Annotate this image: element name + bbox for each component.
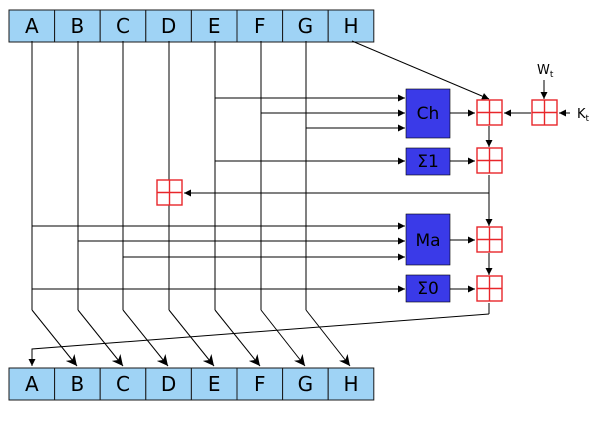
sigma0-block: Σ0 xyxy=(405,274,451,303)
input-register-label: A xyxy=(25,14,39,38)
output-register-h: H xyxy=(327,367,375,401)
input-register-d: D xyxy=(145,9,192,43)
wire-e-to-f xyxy=(214,309,261,367)
adders xyxy=(156,99,558,302)
input-register-e: E xyxy=(190,9,238,43)
ma-block: Ma xyxy=(405,213,451,266)
wire-new-a-return xyxy=(28,313,490,366)
k-letter: K xyxy=(577,107,586,122)
wire-c-to-d xyxy=(122,309,169,367)
w-letter: W xyxy=(537,63,550,78)
modular-addition-icon xyxy=(156,179,183,206)
output-register-g: G xyxy=(282,367,329,401)
wire-a-to-b xyxy=(31,309,78,367)
input-register-label: E xyxy=(208,14,221,38)
sigma0-label: Σ0 xyxy=(417,279,439,299)
output-register-b: B xyxy=(54,367,101,401)
input-register-label: C xyxy=(116,14,130,38)
w-input-label: Wt xyxy=(537,63,554,80)
output-register-e: E xyxy=(190,367,238,401)
output-register-f: F xyxy=(236,367,284,401)
input-register-label: H xyxy=(343,14,358,38)
output-register-label: G xyxy=(298,372,314,396)
input-register-row: A B C D E F G H xyxy=(8,9,375,43)
output-register-label: C xyxy=(116,372,130,396)
input-register-h: H xyxy=(327,9,375,43)
wiring xyxy=(28,40,570,367)
input-register-label: G xyxy=(298,14,314,38)
wire-d-to-e xyxy=(168,309,215,367)
output-register-label: D xyxy=(161,372,176,396)
k-input-label: Kt xyxy=(577,107,590,124)
ma-label: Ma xyxy=(415,231,440,251)
modular-addition-icon xyxy=(476,226,503,253)
output-register-d: D xyxy=(145,367,192,401)
modular-addition-icon xyxy=(476,99,503,126)
input-register-label: F xyxy=(254,14,266,38)
sigma1-block: Σ1 xyxy=(405,147,451,176)
output-register-a: A xyxy=(8,367,56,401)
w-subscript: t xyxy=(550,70,554,80)
modular-addition-icon xyxy=(476,147,503,174)
input-register-g: G xyxy=(282,9,329,43)
k-subscript: t xyxy=(586,114,590,124)
output-register-row: A B C D E F G H xyxy=(8,367,375,401)
sigma1-label: Σ1 xyxy=(417,152,439,172)
ch-label: Ch xyxy=(417,104,440,124)
output-register-label: F xyxy=(254,372,266,396)
output-register-label: E xyxy=(208,372,221,396)
wire-g-to-h xyxy=(305,309,351,367)
input-register-f: F xyxy=(236,9,284,43)
output-register-c: C xyxy=(99,367,147,401)
input-register-label: B xyxy=(71,14,85,38)
input-register-b: B xyxy=(54,9,101,43)
output-register-label: H xyxy=(343,372,358,396)
output-register-label: B xyxy=(71,372,85,396)
wire-h-to-adder xyxy=(351,40,490,100)
input-register-label: D xyxy=(161,14,176,38)
input-register-c: C xyxy=(99,9,147,43)
output-register-label: A xyxy=(25,372,39,396)
modular-addition-icon xyxy=(476,275,503,302)
ch-block: Ch xyxy=(405,88,451,139)
input-register-a: A xyxy=(8,9,56,43)
modular-addition-icon xyxy=(531,99,558,126)
wire-b-to-c xyxy=(77,309,124,367)
wire-f-to-g xyxy=(260,309,306,367)
